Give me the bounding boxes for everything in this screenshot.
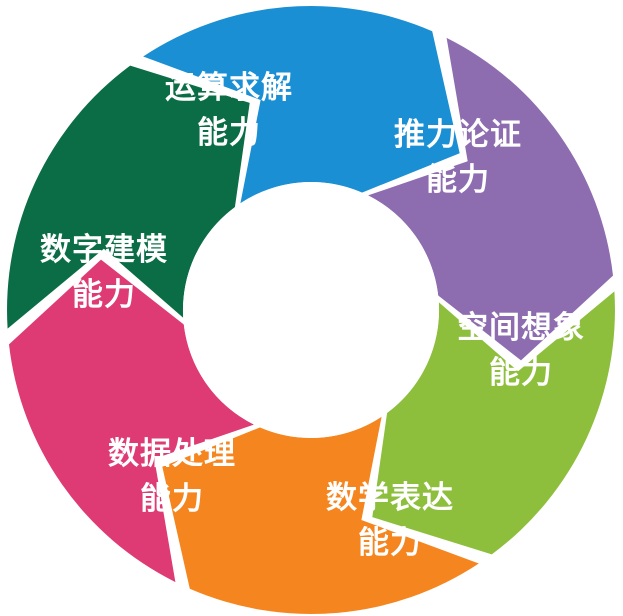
label-spatial: 空间想象 能力 <box>436 306 606 396</box>
segment-expression <box>162 416 479 615</box>
segment-reasoning <box>368 37 613 361</box>
label-modeling-line1: 数字建模 <box>40 232 168 268</box>
segment-spatial <box>372 291 615 555</box>
label-data-line1: 数据处理 <box>108 436 236 472</box>
segment-modeling <box>7 65 250 329</box>
label-data: 数据处理 能力 <box>87 432 257 522</box>
label-spatial-line2: 能力 <box>489 355 553 391</box>
center-hole <box>183 182 439 438</box>
label-expression: 数学表达 能力 <box>305 476 475 566</box>
label-expression-line1: 数学表达 <box>326 480 454 516</box>
label-modeling: 数字建模 能力 <box>19 228 189 318</box>
label-computation-line1: 运算求解 <box>165 70 293 106</box>
label-reasoning-line2: 能力 <box>426 162 490 198</box>
label-data-line2: 能力 <box>140 481 204 517</box>
label-computation-line2: 能力 <box>197 115 261 151</box>
label-computation: 运算求解 能力 <box>144 66 314 156</box>
label-spatial-line1: 空间想象 <box>457 310 585 346</box>
label-expression-line2: 能力 <box>358 525 422 561</box>
label-reasoning: 推力论证 能力 <box>373 113 543 203</box>
segment-computation <box>143 5 460 204</box>
label-reasoning-line1: 推力论证 <box>394 117 522 153</box>
segment-data <box>9 259 254 583</box>
label-modeling-line2: 能力 <box>72 277 136 313</box>
